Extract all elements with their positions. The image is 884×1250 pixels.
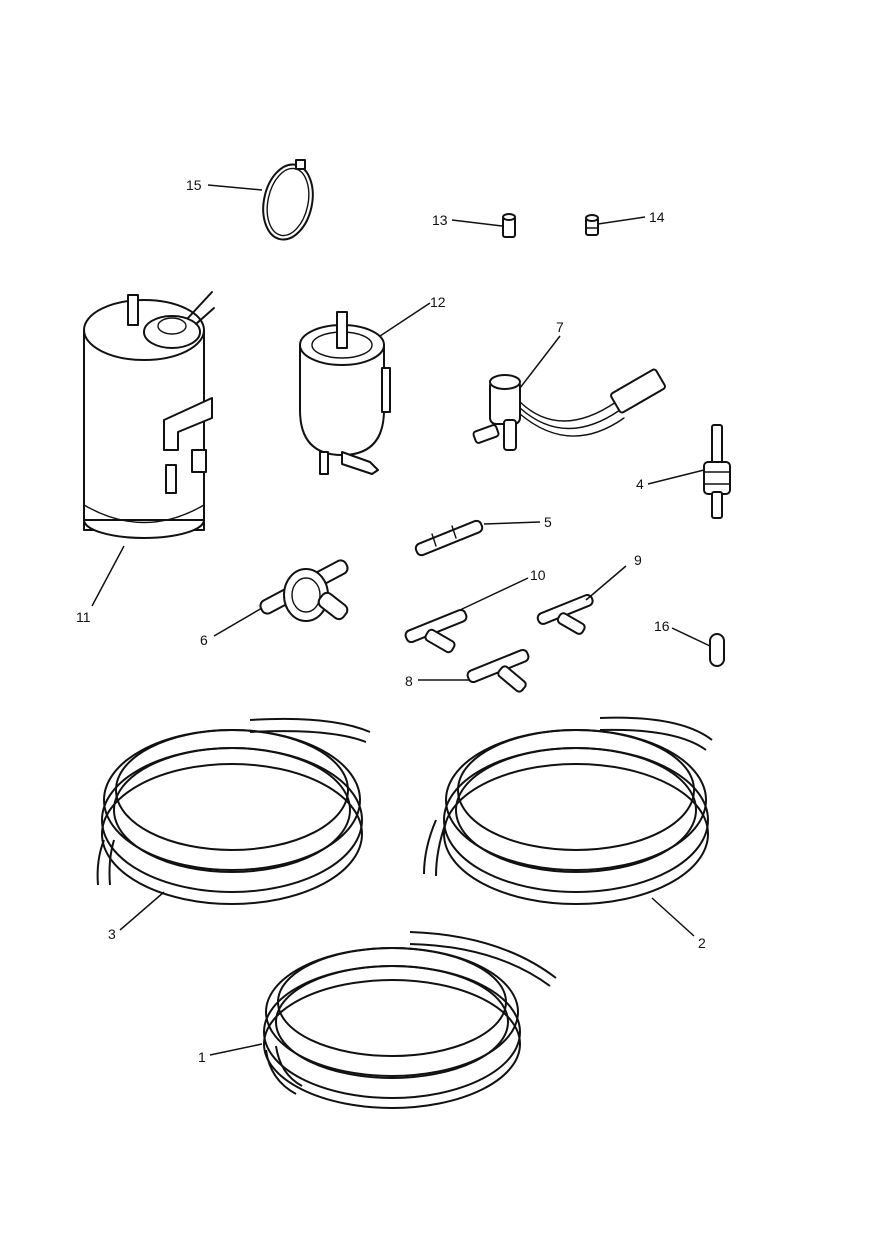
part-2-hose-coil[interactable] <box>423 716 713 905</box>
callout-8: 8 <box>405 673 413 689</box>
callout-11: 11 <box>76 609 91 625</box>
callout-13: 13 <box>432 212 448 228</box>
callout-10: 10 <box>530 567 546 583</box>
callout-6: 6 <box>200 632 208 648</box>
callout-14: 14 <box>649 209 665 225</box>
callout-7: 7 <box>556 319 564 335</box>
part-15-hose-clip[interactable] <box>257 159 320 244</box>
callout-5: 5 <box>544 514 552 530</box>
callout-15: 15 <box>186 177 202 193</box>
callout-labels: 15 13 14 12 7 4 5 10 9 16 8 6 11 3 2 1 <box>76 177 706 1065</box>
callout-16: 16 <box>654 618 670 634</box>
part-13-cap[interactable] <box>502 213 516 238</box>
callout-2: 2 <box>698 935 706 951</box>
part-5-connector[interactable] <box>414 519 484 557</box>
part-14-cap[interactable] <box>585 214 599 236</box>
part-4-inline-filter[interactable] <box>703 424 731 519</box>
callout-4: 4 <box>636 476 644 492</box>
part-16-plug[interactable] <box>709 633 725 667</box>
part-7-solenoid-valve[interactable] <box>472 368 666 451</box>
part-10-t-piece[interactable] <box>404 608 468 654</box>
callout-12: 12 <box>430 294 446 310</box>
part-9-t-piece[interactable] <box>536 594 594 636</box>
part-3-hose-coil[interactable] <box>96 717 371 905</box>
part-8-t-piece[interactable] <box>466 648 530 693</box>
part-6-valve[interactable] <box>258 558 349 622</box>
part-11-canister[interactable] <box>83 291 215 539</box>
leader-lines <box>91 184 711 1056</box>
callout-1: 1 <box>198 1049 206 1065</box>
callout-9: 9 <box>634 552 642 568</box>
part-1-hose-coil[interactable] <box>263 931 557 1109</box>
callout-3: 3 <box>108 926 116 942</box>
part-12-filter[interactable] <box>299 311 391 475</box>
